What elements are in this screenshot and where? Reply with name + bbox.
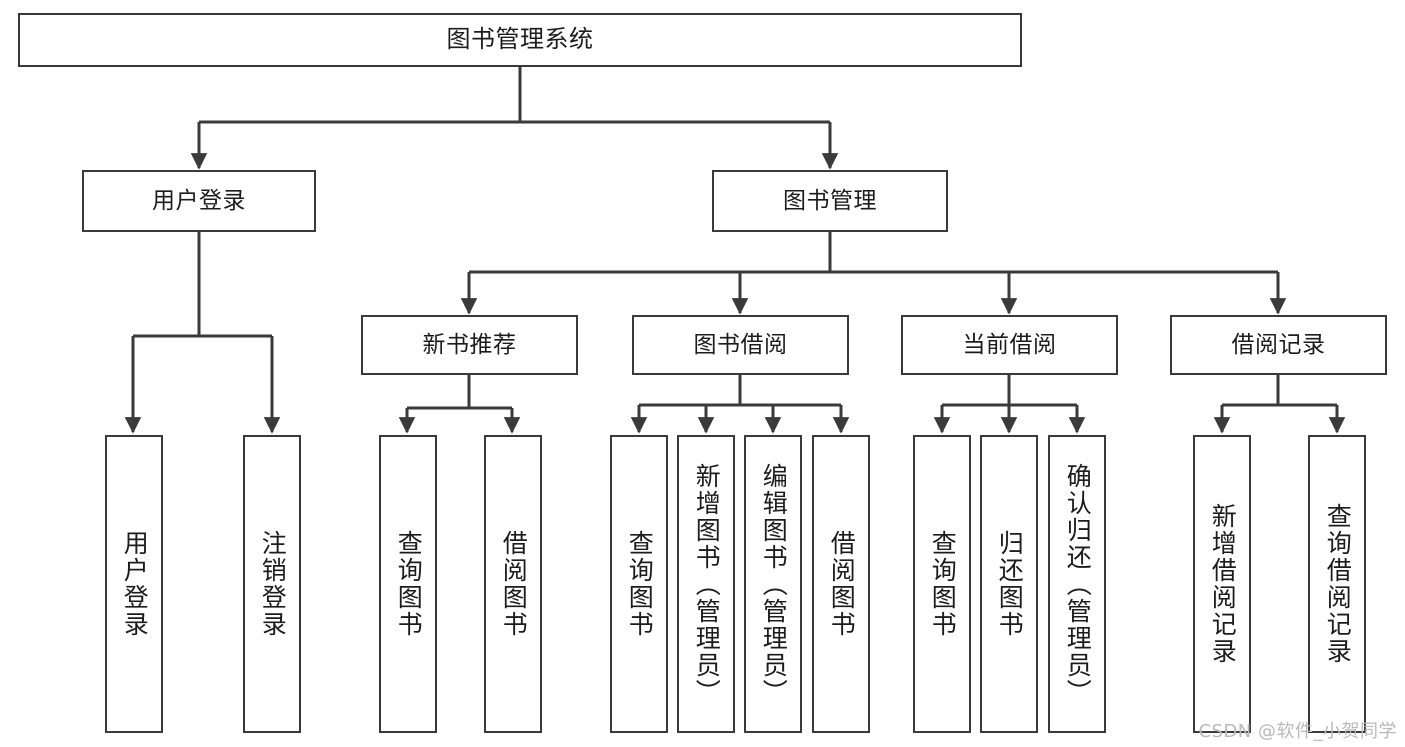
node-book-manage-label: 图书管理 <box>783 187 877 214</box>
node-leaf-add-book-label: 新增图书（管理员） <box>692 462 722 706</box>
node-current-borrow-label: 当前借阅 <box>962 331 1057 358</box>
node-book-borrow[interactable]: 图书借阅 <box>632 315 849 375</box>
node-leaf-edit-book[interactable]: 编辑图书（管理员） <box>744 435 802 733</box>
node-borrow-record[interactable]: 借阅记录 <box>1170 315 1387 375</box>
node-leaf-query-record[interactable]: 查询借阅记录 <box>1308 435 1366 733</box>
node-leaf-logout[interactable]: 注销登录 <box>243 435 301 733</box>
node-leaf-query-book-3-label: 查询图书 <box>928 530 958 638</box>
node-root-label: 图书管理系统 <box>446 25 594 54</box>
node-leaf-return-book[interactable]: 归还图书 <box>980 435 1038 733</box>
node-leaf-query-book-1-label: 查询图书 <box>394 530 424 638</box>
node-leaf-borrow-book-1-label: 借阅图书 <box>499 530 529 638</box>
node-borrow-record-label: 借阅记录 <box>1231 331 1326 358</box>
node-leaf-edit-book-label: 编辑图书（管理员） <box>759 462 789 706</box>
node-leaf-borrow-book-1[interactable]: 借阅图书 <box>484 435 542 733</box>
node-leaf-borrow-book-2[interactable]: 借阅图书 <box>812 435 870 733</box>
node-leaf-confirm-return-label: 确认归还（管理员） <box>1063 462 1093 706</box>
node-book-manage[interactable]: 图书管理 <box>712 170 948 232</box>
node-user-login[interactable]: 用户登录 <box>82 170 316 232</box>
node-current-borrow[interactable]: 当前借阅 <box>901 315 1118 375</box>
node-user-login-label: 用户登录 <box>152 187 246 214</box>
node-leaf-return-book-label: 归还图书 <box>995 530 1025 638</box>
node-leaf-user-login[interactable]: 用户登录 <box>105 435 163 733</box>
node-leaf-add-book[interactable]: 新增图书（管理员） <box>677 435 735 733</box>
node-leaf-confirm-return[interactable]: 确认归还（管理员） <box>1048 435 1106 733</box>
node-leaf-query-book-3[interactable]: 查询图书 <box>913 435 971 733</box>
node-root[interactable]: 图书管理系统 <box>18 13 1022 67</box>
node-new-book-rec-label: 新书推荐 <box>422 331 517 358</box>
node-leaf-logout-label: 注销登录 <box>258 530 288 638</box>
node-leaf-query-book-1[interactable]: 查询图书 <box>379 435 437 733</box>
node-leaf-user-login-label: 用户登录 <box>120 530 150 638</box>
node-book-borrow-label: 图书借阅 <box>693 331 788 358</box>
node-leaf-add-record[interactable]: 新增借阅记录 <box>1193 435 1251 733</box>
node-leaf-add-record-label: 新增借阅记录 <box>1208 503 1238 665</box>
node-leaf-query-book-2-label: 查询图书 <box>625 530 655 638</box>
node-new-book-rec[interactable]: 新书推荐 <box>361 315 578 375</box>
node-leaf-query-book-2[interactable]: 查询图书 <box>610 435 668 733</box>
node-leaf-borrow-book-2-label: 借阅图书 <box>827 530 857 638</box>
node-leaf-query-record-label: 查询借阅记录 <box>1323 503 1353 665</box>
